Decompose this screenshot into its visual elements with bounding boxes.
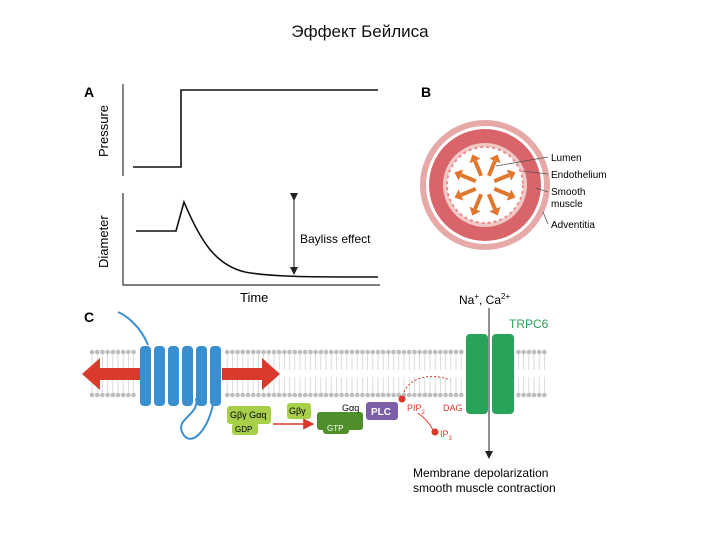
vessel-cross-section [420,120,550,250]
diameter-trace [136,199,379,278]
ip3-label: IP3 [440,429,453,442]
lumen-arrow [486,193,497,210]
plc-enzyme: PLC [366,402,398,420]
stretch-arrow-left [82,358,140,390]
lumen-arrow [460,173,477,184]
lumen-arrow [460,186,477,197]
label-muscle: muscle [551,199,583,210]
ions-label: Na+, Ca2+ [459,292,510,307]
page-title: Эффект Бейлиса [291,22,429,41]
pressure-axis-label: Pressure [96,105,111,157]
label-endothelium: Endothelium [551,170,607,181]
lumen-arrowhead [489,206,501,216]
pressure-trace [133,89,378,168]
trpc6-channel [466,334,514,414]
dag-label: DAG [443,403,463,413]
stretch-arrow-right [222,358,280,390]
lumen-arrowhead [454,169,464,181]
time-axis-label: Time [240,290,268,305]
lumen-arrow [493,173,510,184]
lumen-arrowhead [469,206,481,216]
lumen-arrow [473,160,484,177]
outcome-line-1: Membrane depolarization [413,466,548,480]
receptor-loop [117,311,215,440]
lumen-arrowhead [489,154,501,164]
diameter-axes [122,193,380,286]
lumen-arrowhead [506,189,516,201]
lumen-pressure-arrows [454,154,516,216]
svg-text:Gαq: Gαq [342,403,359,413]
bayliss-effect-label: Bayliss effect [300,232,371,246]
panel-a-letter: A [84,84,94,100]
label-smooth: Smooth [551,187,585,198]
svg-text:GDP: GDP [235,425,252,434]
ip3-arrow [417,412,434,431]
lumen-arrow [486,160,497,177]
svg-text:Gβγ Gαq: Gβγ Gαq [230,410,266,420]
diameter-axis-label: Diameter [96,215,111,268]
panel-c-letter: C [84,309,94,325]
lumen-arrow [473,193,484,210]
pip2-label: PIP2 [407,403,426,416]
g-protein-active: Gβγ Gαq GTP [287,403,363,434]
lumen-arrowhead [506,169,516,181]
label-lumen: Lumen [551,153,582,164]
outcome-line-2: smooth muscle contraction [413,481,556,495]
membrane-bilayer [89,349,547,398]
svg-text:GTP: GTP [327,424,343,433]
g-protein-inactive: Gβγ Gαq GDP [227,406,271,435]
label-adventitia: Adventitia [551,220,595,231]
svg-text:Gβγ: Gβγ [289,406,306,416]
trpc6-label: TRPC6 [509,317,549,331]
pip2-split-arrows [403,376,451,393]
pip2-dot [398,395,406,403]
panel-b-letter: B [421,84,431,100]
lumen-arrowhead [454,189,464,201]
gpcr-receptor [140,346,221,406]
vessel-callouts [495,156,549,225]
lumen-arrowhead [469,154,481,164]
ip3-dot [431,428,439,436]
svg-text:PLC: PLC [371,407,391,418]
lumen-arrow [493,186,510,197]
